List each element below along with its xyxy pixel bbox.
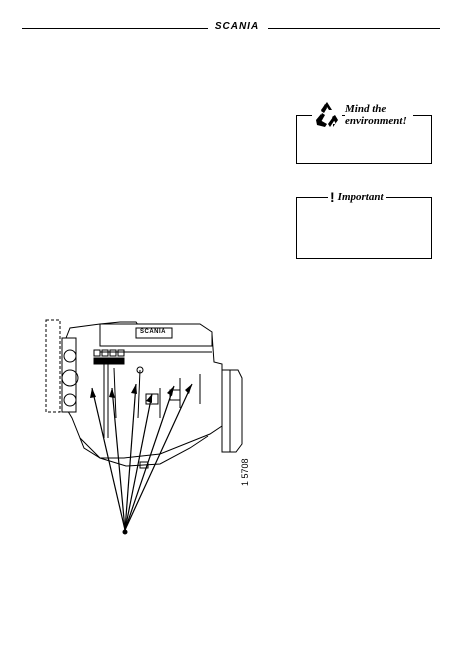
recycle-icon (312, 100, 342, 130)
environment-title-line2: environment! (345, 115, 407, 127)
exclamation-icon: ! (330, 189, 335, 205)
environment-title-line1: Mind the (345, 103, 387, 115)
scania-logo: SCANIA (214, 21, 260, 32)
header-rule-right (268, 28, 440, 29)
important-notice-title: ! Important (328, 189, 386, 205)
engine-illustration: SCANIA (40, 308, 280, 558)
important-title-text: Important (337, 191, 384, 203)
environment-notice-title: Mind the environment! (345, 103, 413, 127)
engine-brand-label: SCANIA (140, 329, 167, 335)
important-notice-box (296, 197, 432, 259)
figure-id-text: 1 5708 (240, 458, 250, 486)
figure-id: 1 5708 (236, 440, 266, 500)
header-rule-left (22, 28, 208, 29)
